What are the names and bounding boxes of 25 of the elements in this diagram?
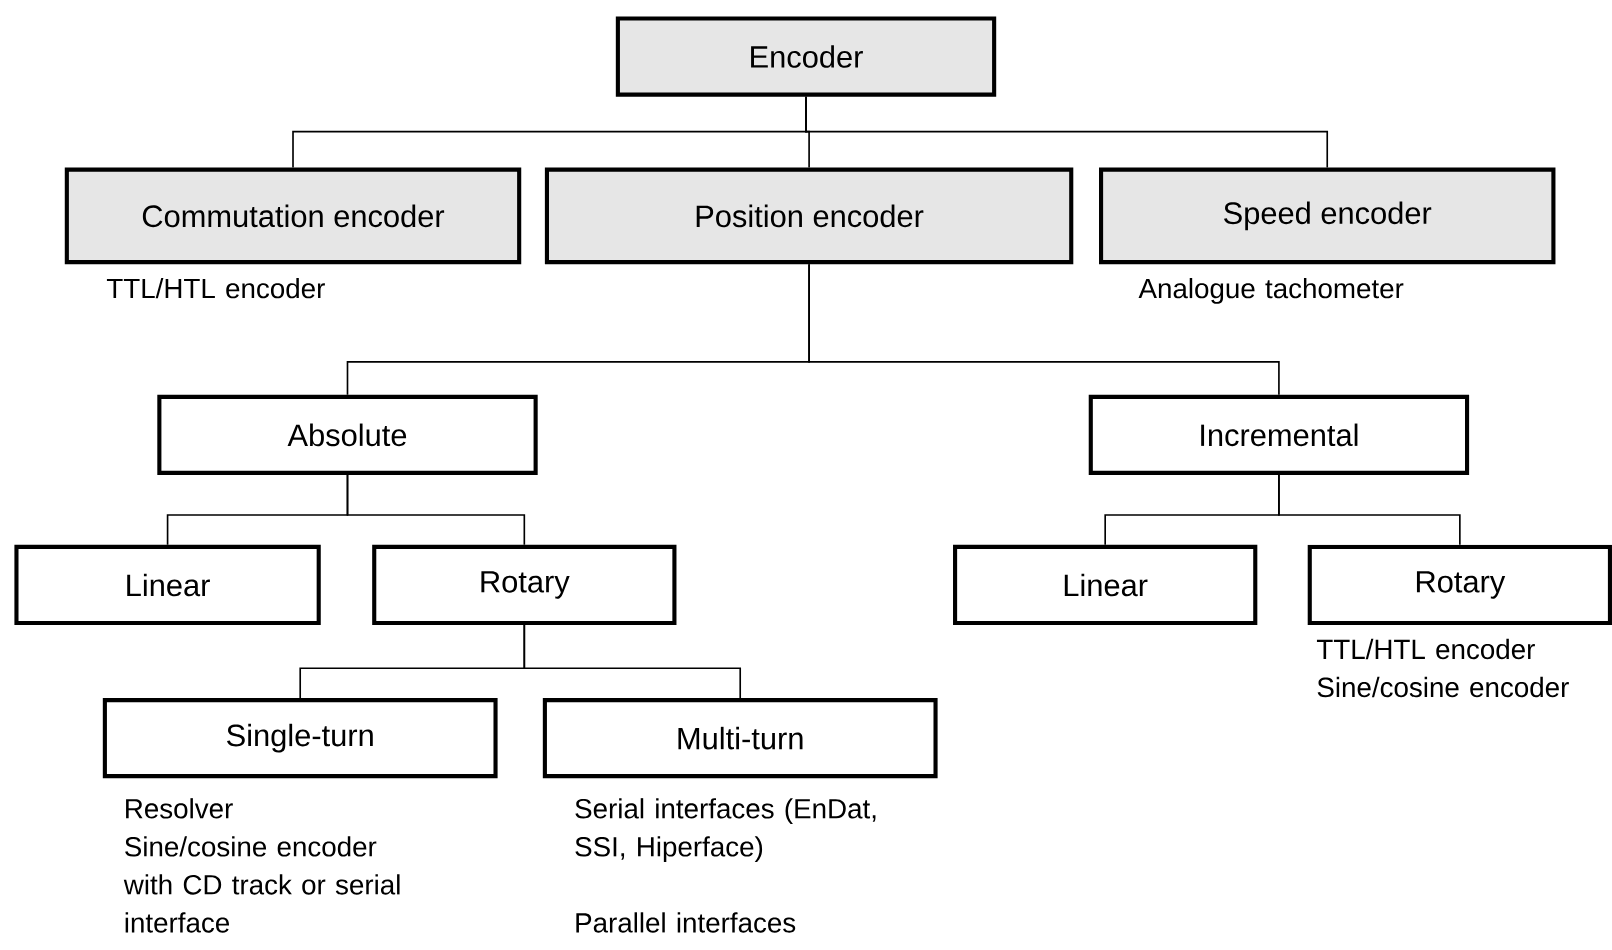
note-text: Resolver — [126, 798, 233, 819]
note-text: Analogue tachometer — [1138, 278, 1404, 304]
connector-line — [805, 95, 1329, 169]
process-box: Encoder — [615, 16, 997, 97]
note-text: Sine/cosine encoder with CD track or serial interface — [123, 836, 400, 933]
process-box: Linear — [14, 544, 321, 626]
process-box: Incremental — [1088, 394, 1470, 475]
process-box: Commutation encoder — [64, 167, 522, 265]
note-text: Sine/cosine encoder — [1317, 676, 1569, 698]
process-box: Linear — [953, 544, 1258, 626]
connector-line — [1278, 474, 1461, 546]
process-box: Absolute — [157, 394, 538, 475]
process-box: Rotary — [372, 544, 677, 626]
connector-line — [808, 263, 1280, 396]
note-text: TTL/HTL encoder — [1316, 638, 1535, 660]
note-text: TTL/HTL encoder — [106, 278, 325, 299]
process-box: Multi-turn — [542, 698, 938, 779]
connector-line — [346, 474, 526, 546]
process-box: Position encoder — [544, 167, 1074, 265]
note-text: Serial interfaces (EnDat, SSI, Hiperface) — [575, 798, 876, 863]
note-text: Parallel interfaces — [576, 912, 796, 933]
process-box: Rotary — [1307, 544, 1612, 626]
connector-line — [523, 624, 742, 699]
process-box: Speed encoder — [1099, 167, 1556, 265]
process-box: Single-turn — [102, 698, 498, 779]
